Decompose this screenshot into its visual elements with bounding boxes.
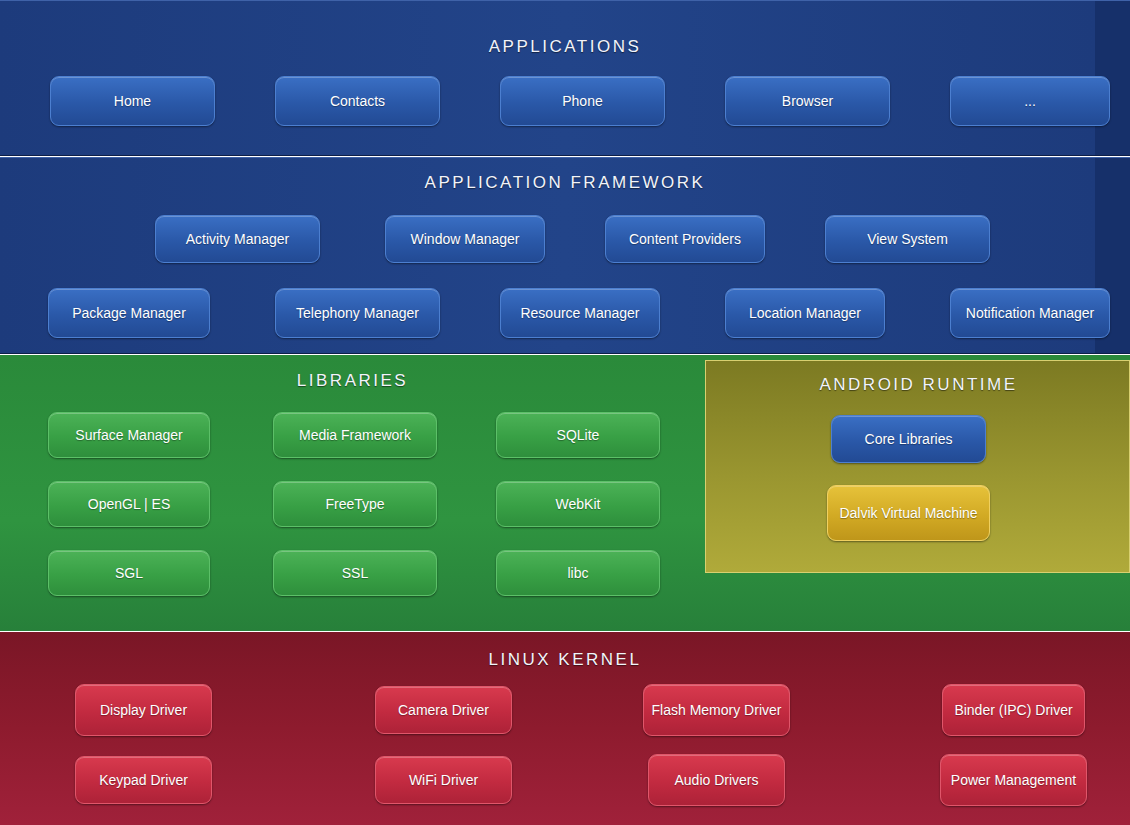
component-label: Core Libraries [859, 431, 959, 448]
component-box: Surface Manager [48, 412, 210, 458]
component-box: OpenGL | ES [48, 481, 210, 527]
layer-heading: ANDROID RUNTIME [706, 375, 1130, 395]
component-box: Contacts [275, 76, 440, 126]
layer-heading: LIBRARIES [0, 371, 705, 391]
component-label: WiFi Driver [403, 772, 484, 789]
component-label: Surface Manager [69, 427, 188, 444]
component-box: Notification Manager [950, 288, 1110, 338]
component-box: Resource Manager [500, 288, 660, 338]
component-box: Activity Manager [155, 215, 320, 263]
component-box: Power Management [940, 754, 1087, 806]
component-box: Window Manager [385, 215, 545, 263]
component-box: FreeType [273, 481, 437, 527]
component-label: Dalvik Virtual Machine [833, 505, 983, 522]
component-box: ... [950, 76, 1110, 126]
component-box: Content Providers [605, 215, 765, 263]
layer-heading: APPLICATION FRAMEWORK [0, 173, 1130, 193]
component-box: SGL [48, 550, 210, 596]
component-box: libc [496, 550, 660, 596]
layer-band: APPLICATIONS Home Contacts Phone Browser... [0, 0, 1130, 156]
component-label: Camera Driver [392, 702, 495, 719]
component-label: Notification Manager [960, 305, 1100, 322]
component-label: Content Providers [623, 231, 747, 248]
component-box: Location Manager [725, 288, 885, 338]
component-box: WebKit [496, 481, 660, 527]
runtime-panel: ANDROID RUNTIME Core LibrariesDalvik Virt… [705, 360, 1130, 573]
component-box: Telephony Manager [275, 288, 440, 338]
component-label: Power Management [945, 772, 1082, 789]
component-label: Telephony Manager [290, 305, 425, 322]
component-label: Display Driver [94, 702, 193, 719]
component-label: View System [861, 231, 954, 248]
component-label: Browser [776, 93, 839, 110]
component-box: Binder (IPC) Driver [942, 684, 1085, 736]
component-label: Activity Manager [180, 231, 295, 248]
component-label: Package Manager [66, 305, 192, 322]
component-label: SQLite [551, 427, 606, 444]
component-label: Flash Memory Driver [646, 702, 788, 719]
component-box: Display Driver [75, 684, 212, 736]
component-box: Browser [725, 76, 890, 126]
component-label: FreeType [319, 496, 390, 513]
layer-heading: LINUX KERNEL [0, 650, 1130, 670]
component-box: Audio Drivers [648, 754, 785, 806]
component-box: Core Libraries [831, 415, 986, 463]
layer-band: LINUX KERNEL Display Driver Camera Driver F… [0, 632, 1130, 825]
component-label: Binder (IPC) Driver [948, 702, 1078, 719]
component-label: Phone [556, 93, 608, 110]
component-box: Dalvik Virtual Machine [827, 485, 990, 541]
component-label: ... [1018, 93, 1042, 110]
component-box: Package Manager [48, 288, 210, 338]
component-box: Keypad Driver [75, 756, 212, 804]
component-box: View System [825, 215, 990, 263]
component-box: Media Framework [273, 412, 437, 458]
component-box: Phone [500, 76, 665, 126]
component-box: WiFi Driver [375, 756, 512, 804]
component-box: Flash Memory Driver [643, 684, 790, 736]
component-label: Keypad Driver [93, 772, 194, 789]
component-label: OpenGL | ES [82, 496, 177, 513]
layer-band: APPLICATION FRAMEWORK Activity Manager Win… [0, 157, 1130, 354]
layer-heading: APPLICATIONS [0, 37, 1130, 57]
component-label: Contacts [324, 93, 391, 110]
component-label: Media Framework [293, 427, 417, 444]
component-label: libc [561, 565, 594, 582]
component-box: SSL [273, 550, 437, 596]
component-label: Home [108, 93, 157, 110]
component-box: SQLite [496, 412, 660, 458]
component-box: Home [50, 76, 215, 126]
component-label: Window Manager [405, 231, 526, 248]
component-label: Resource Manager [514, 305, 645, 322]
component-label: SSL [336, 565, 374, 582]
component-label: WebKit [550, 496, 607, 513]
component-label: SGL [109, 565, 149, 582]
component-label: Location Manager [743, 305, 867, 322]
component-box: Camera Driver [375, 686, 512, 734]
component-label: Audio Drivers [668, 772, 764, 789]
layer-band: LIBRARIESSurface ManagerMedia FrameworkS… [0, 355, 1130, 631]
